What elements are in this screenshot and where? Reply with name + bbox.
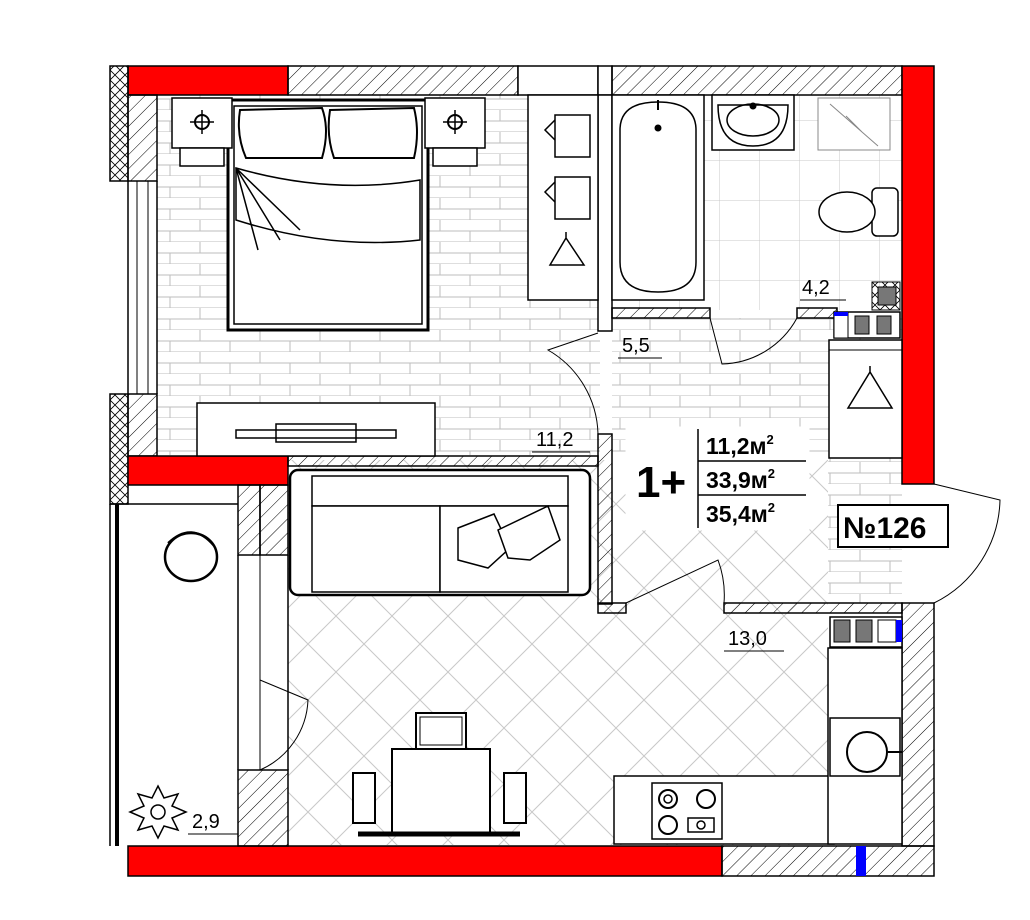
bed: [226, 98, 430, 332]
plant-icon: [128, 784, 188, 840]
svg-text:11,2м2: 11,2м2: [706, 432, 774, 459]
kitchen-door: [625, 559, 725, 604]
total-area-with-balcony-value: 35,4м: [706, 501, 768, 527]
utility-shaft: [833, 281, 901, 339]
area-unit-sup: 2: [768, 500, 775, 515]
walls: [109, 65, 935, 877]
nightstand-right: [424, 97, 486, 167]
balcony-door: [259, 679, 309, 771]
nightstand-left: [171, 97, 233, 167]
dining-table: [352, 712, 527, 837]
area-unit-sup: 2: [768, 466, 775, 481]
svg-text:33,9м2: 33,9м2: [706, 466, 775, 493]
kitchen-counter: [613, 647, 903, 845]
bathroom-door: [709, 317, 798, 365]
total-area-value: 33,9м: [706, 467, 768, 493]
apartment-number-badge: №126: [837, 504, 949, 548]
sofa: [288, 468, 592, 597]
bathtub: [611, 94, 705, 301]
wardrobe: [527, 94, 599, 301]
doors: [259, 317, 1001, 771]
stove: [651, 782, 723, 840]
apartment-summary: 1+ 11,2м2 33,9м2 35,4м2: [625, 426, 810, 531]
room-count-label: 1+: [636, 458, 686, 507]
entrance-door: [933, 483, 1001, 604]
area-label-kitchen-living: 13,0: [728, 628, 767, 650]
kitchen-shaft: [829, 616, 903, 648]
balcony-armchair: [163, 531, 219, 583]
area-label-balcony: 2,9: [192, 811, 220, 833]
tv-stand: [196, 402, 436, 457]
svg-text:35,4м2: 35,4м2: [706, 500, 775, 527]
room-area-labels: 11,2 4,2 5,5 13,0 2,9: [188, 277, 846, 835]
area-unit-sup: 2: [767, 432, 774, 447]
hall-wardrobe: [828, 339, 903, 459]
total-living-area-value: 11,2м: [706, 433, 767, 459]
area-label-hallway: 5,5: [622, 335, 650, 357]
area-label-bedroom: 11,2: [536, 429, 573, 451]
bedroom-door: [546, 332, 599, 435]
area-label-bathroom: 4,2: [802, 277, 830, 299]
apartment-number: №126: [843, 512, 927, 545]
floor-drain: [817, 97, 891, 151]
washbasin: [711, 94, 795, 151]
toilet: [818, 187, 899, 237]
